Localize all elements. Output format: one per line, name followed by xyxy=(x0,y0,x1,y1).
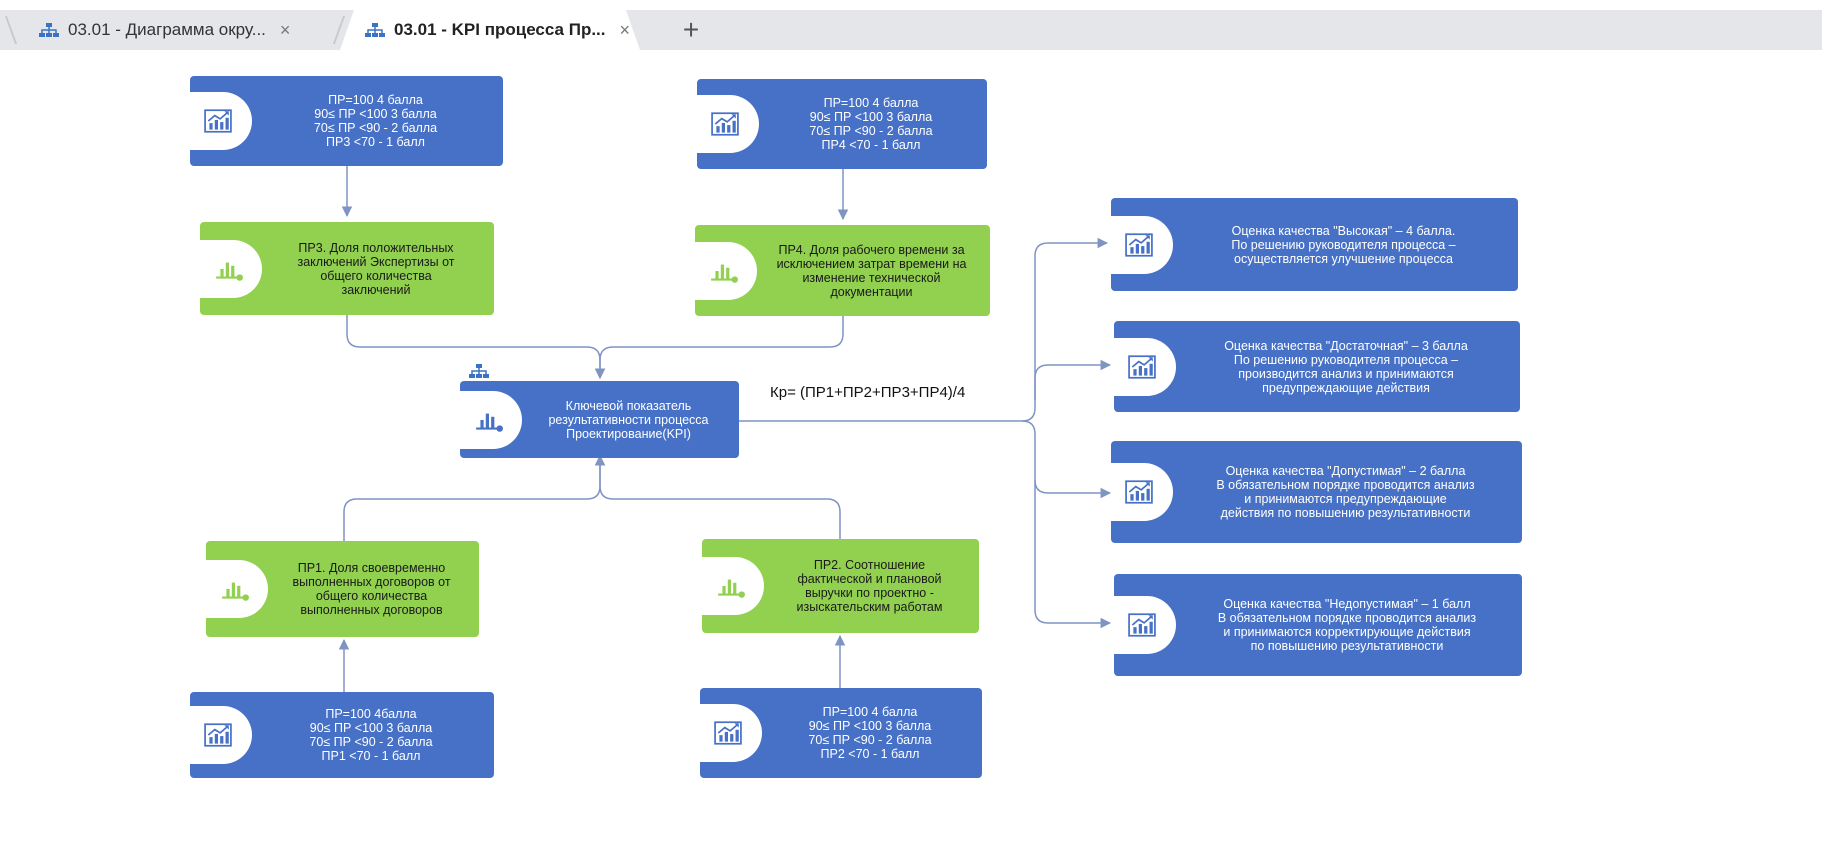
pr2-score-node[interactable]: ПР=100 4 балла 90≤ ПР <100 3 балла 70≤ П… xyxy=(700,688,982,778)
connector-kpi-sufficient xyxy=(1034,359,1112,400)
pr3-indicator-node[interactable]: ПР3. Доля положительных заключений Экспе… xyxy=(200,222,494,315)
grade-sufficient-node[interactable]: Оценка качества "Достаточная" – 3 балла … xyxy=(1114,321,1520,412)
pr1-indicator-node[interactable]: ПР1. Доля своевременно выполненных догов… xyxy=(206,541,479,637)
node-text: ПР1. Доля своевременно выполненных догов… xyxy=(292,561,451,617)
node-icon-badge xyxy=(695,241,757,300)
node-text: ПР=100 4 балла 90≤ ПР <100 3 балла 70≤ П… xyxy=(313,93,438,149)
kpi-formula: Кр= (ПР1+ПР2+ПР3+ПР4)/4 xyxy=(770,384,966,401)
connector-pr1-kpi xyxy=(343,454,606,541)
kpi-node[interactable]: Ключевой показатель результативности про… xyxy=(460,381,739,458)
node-icon-badge xyxy=(190,92,252,150)
node-text: Оценка качества "Допустимая" – 2 балла В… xyxy=(1216,464,1475,520)
node-icon-badge xyxy=(702,557,764,615)
tab-label: 03.01 - Диаграмма окру... xyxy=(68,20,266,39)
node-text: Оценка качества "Достаточная" – 3 балла … xyxy=(1224,338,1468,395)
close-icon[interactable]: × xyxy=(619,19,631,40)
growth-chart-icon xyxy=(1128,613,1156,637)
node-text: ПР3. Доля положительных заключений Экспе… xyxy=(297,240,455,297)
growth-chart-icon xyxy=(711,112,739,136)
connector-kpi-trunk xyxy=(739,237,1109,422)
close-icon[interactable]: × xyxy=(279,19,291,40)
growth-chart-icon xyxy=(714,721,742,745)
pr1-score-node[interactable]: ПР=100 4балла 90≤ ПР <100 3 балла 70≤ ПР… xyxy=(190,692,494,778)
growth-chart-icon xyxy=(204,109,232,133)
pr3-score-node[interactable]: ПР=100 4 балла 90≤ ПР <100 3 балла 70≤ П… xyxy=(190,76,503,166)
org-structure-icon xyxy=(468,362,490,380)
growth-chart-icon xyxy=(1125,480,1153,504)
growth-chart-icon xyxy=(204,723,232,747)
node-text: Оценка качества "Недопустимая" – 1 балл … xyxy=(1217,597,1477,653)
bar-chart-icon xyxy=(709,258,739,284)
grade-high-node[interactable]: Оценка качества "Высокая" – 4 балла. По … xyxy=(1111,198,1518,291)
node-text: ПР=100 4балла 90≤ ПР <100 3 балла 70≤ ПР… xyxy=(309,707,433,763)
tab-label: 03.01 - KPI процесса Пр... xyxy=(394,20,606,39)
connector-kpi-unacceptable xyxy=(1034,480,1112,629)
node-icon-badge xyxy=(460,390,522,449)
node-icon-badge xyxy=(206,560,268,618)
pr4-indicator-node[interactable]: ПР4. Доля рабочего времени за исключение… xyxy=(695,225,990,316)
connector-pr3-kpi xyxy=(346,315,606,380)
node-text: ПР4. Доля рабочего времени за исключение… xyxy=(776,242,967,299)
bar-chart-icon xyxy=(220,576,250,602)
bar-chart-icon xyxy=(716,573,746,599)
node-icon-badge xyxy=(1111,463,1173,521)
node-icon-badge xyxy=(1114,596,1176,654)
bar-chart-icon xyxy=(474,407,504,433)
pr2-indicator-node[interactable]: ПР2. Соотношение фактической и плановой … xyxy=(702,539,979,633)
node-icon-badge xyxy=(200,239,262,298)
node-text: Оценка качества "Высокая" – 4 балла. По … xyxy=(1231,223,1456,266)
bar-chart-icon xyxy=(214,256,244,282)
new-tab-button[interactable]: + xyxy=(682,14,700,45)
connector-pr4-kpi xyxy=(594,316,844,380)
tab-bar: 03.01 - Диаграмма окру... × 03.01 - KPI … xyxy=(0,10,1822,50)
node-icon-badge xyxy=(1111,215,1173,274)
connector-pr2-kpi xyxy=(594,454,841,539)
grade-acceptable-node[interactable]: Оценка качества "Допустимая" – 2 балла В… xyxy=(1111,441,1522,543)
node-text: Ключевой показатель результативности про… xyxy=(548,398,709,441)
node-icon-badge xyxy=(700,704,762,762)
node-text: ПР=100 4 балла 90≤ ПР <100 3 балла 70≤ П… xyxy=(809,96,933,152)
grade-unacceptable-node[interactable]: Оценка качества "Недопустимая" – 1 балл … xyxy=(1114,574,1522,676)
node-text: ПР=100 4 балла 90≤ ПР <100 3 балла 70≤ П… xyxy=(808,705,932,761)
growth-chart-icon xyxy=(1128,355,1156,379)
tab-kpi-process[interactable]: 03.01 - KPI процесса Пр... × xyxy=(340,10,640,50)
node-icon-badge xyxy=(1114,337,1176,396)
node-icon-badge xyxy=(190,706,252,764)
pr4-score-node[interactable]: ПР=100 4 балла 90≤ ПР <100 3 балла 70≤ П… xyxy=(697,79,987,169)
node-icon-badge xyxy=(697,95,759,153)
node-text: ПР2. Соотношение фактической и плановой … xyxy=(796,558,943,614)
tab-diagram-environment[interactable]: 03.01 - Диаграмма окру... × xyxy=(38,10,350,50)
growth-chart-icon xyxy=(1125,233,1153,257)
